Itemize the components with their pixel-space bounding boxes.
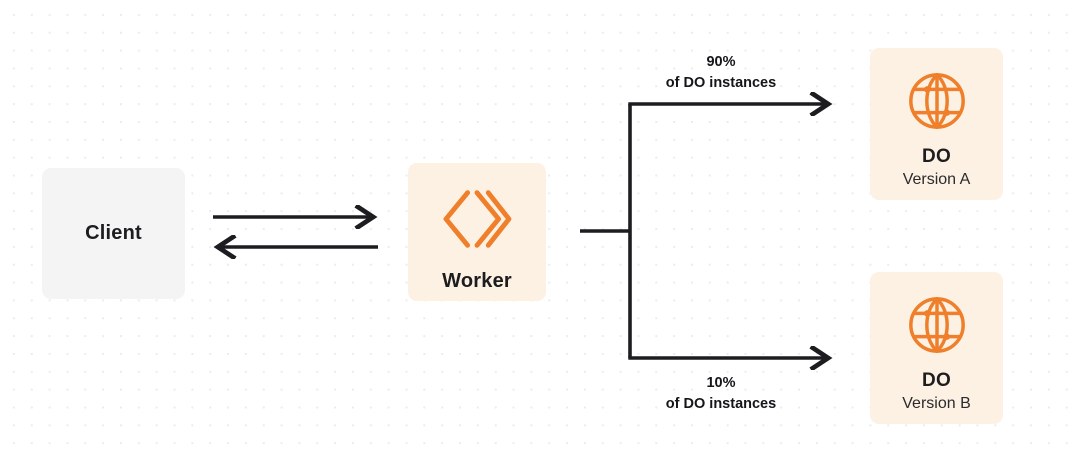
node-do-version-a[interactable]: DO Version A: [870, 48, 1003, 200]
node-do-b-version: Version B: [902, 395, 971, 412]
node-do-b-name: DO: [921, 370, 952, 391]
node-do-version-b[interactable]: DO Version B: [870, 272, 1003, 424]
cloudflare-workers-icon: [441, 188, 513, 250]
edge-label-caption-bottom: of DO instances: [665, 396, 777, 413]
globe-icon: [906, 294, 968, 356]
edge-label-percent-bottom: 10%: [706, 375, 736, 391]
globe-icon: [906, 70, 968, 132]
edge-label-caption-top: of DO instances: [665, 75, 777, 92]
node-worker-label: Worker: [442, 270, 512, 292]
node-client-label: Client: [85, 222, 142, 244]
node-do-a-version: Version A: [902, 171, 971, 188]
edge-label-worker-to-do-b: 10% of DO instances: [615, 373, 827, 415]
edge-label-worker-to-do-a: 90% of DO instances: [615, 52, 827, 94]
node-client[interactable]: Client: [42, 168, 185, 299]
node-do-a-name: DO: [921, 146, 952, 167]
node-worker[interactable]: Worker: [408, 163, 546, 301]
edge-label-percent-top: 90%: [706, 54, 736, 70]
